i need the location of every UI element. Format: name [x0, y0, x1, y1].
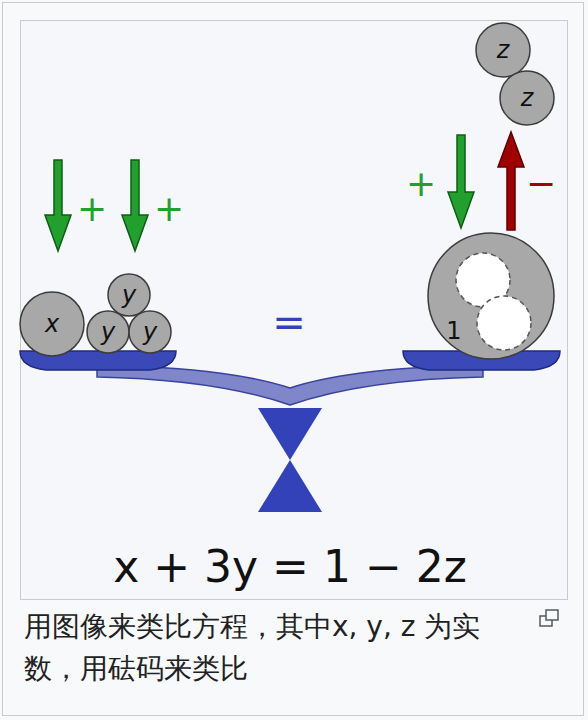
weight-body — [87, 311, 129, 353]
weight-circle: y — [127, 309, 173, 355]
balance-beam — [97, 366, 483, 405]
weight-label: z — [521, 86, 534, 110]
weight-body — [129, 311, 171, 353]
weight-body — [428, 233, 554, 359]
add-arrow — [45, 160, 71, 251]
weight-label: y — [122, 283, 136, 307]
weight-circle: z — [474, 21, 532, 79]
weight-label: 1 — [446, 319, 461, 343]
operation-sign: − — [526, 166, 556, 202]
equals-sign: = — [272, 302, 306, 342]
add-arrow — [448, 135, 474, 228]
equation-text: x + 3y = 1 − 2z — [113, 545, 467, 589]
fulcrum-bottom — [258, 460, 322, 512]
fulcrum-top — [258, 408, 322, 460]
weight-label: z — [497, 38, 510, 62]
weight-body — [476, 23, 530, 77]
weight-circle: y — [85, 309, 131, 355]
weight-circle: z — [498, 69, 556, 127]
expand-icon — [540, 610, 558, 626]
weight-label: x — [45, 312, 59, 336]
weight-label: y — [143, 320, 157, 344]
weight-body — [108, 274, 150, 316]
weight-circle: 1 — [426, 231, 556, 361]
add-arrow — [122, 160, 148, 251]
weight-circle: x — [18, 290, 86, 358]
figure-caption: 用图像来类比方程，其中x, y, z 为实数，用砝码来类比 — [24, 606, 529, 690]
operation-sign: + — [77, 191, 107, 227]
weight-label: y — [101, 320, 115, 344]
operation-sign: + — [406, 166, 436, 202]
operation-sign: + — [154, 191, 184, 227]
circle-outline — [426, 231, 556, 361]
weight-body — [500, 71, 554, 125]
removed-hole — [477, 296, 531, 350]
weight-body — [20, 292, 84, 356]
remove-arrow — [498, 132, 524, 230]
